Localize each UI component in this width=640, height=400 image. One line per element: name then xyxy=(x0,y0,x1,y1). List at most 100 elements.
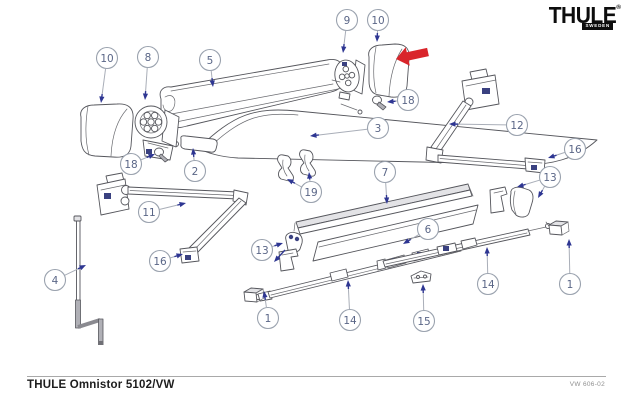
part-10-endcap-left xyxy=(80,103,134,158)
part-13-left xyxy=(278,231,303,272)
callout-circle xyxy=(416,217,440,241)
callout-6: 6 xyxy=(416,217,440,241)
callout-circle xyxy=(136,45,160,69)
callout-circle xyxy=(299,180,323,204)
callout-9: 9 xyxy=(335,8,359,32)
callout-number: 8 xyxy=(145,52,152,64)
pointer-arrowhead xyxy=(276,242,283,248)
footer-doc-number: VW 606-02 xyxy=(569,381,605,388)
callout-number: 9 xyxy=(344,15,351,27)
pointer-arrowhead xyxy=(179,202,186,208)
callout-12: 12 xyxy=(505,113,529,137)
callout-circle xyxy=(148,249,172,273)
callout-leader xyxy=(294,182,302,188)
pointer-arrowhead xyxy=(484,247,490,254)
callout-circle xyxy=(396,88,420,112)
pointer-arrowhead xyxy=(99,96,105,103)
callout-circle xyxy=(412,309,436,333)
part-9-gear xyxy=(331,59,366,101)
red-highlight-arrow xyxy=(396,47,429,66)
callout-leader xyxy=(318,128,368,136)
part-1-block-left xyxy=(243,287,265,303)
callout-16: 16 xyxy=(148,249,172,273)
callout-leader xyxy=(385,182,387,196)
callout-leader xyxy=(347,288,350,310)
registered-mark-icon: ® xyxy=(616,4,621,11)
pointer-arrowhead xyxy=(310,132,317,138)
callout-number: 7 xyxy=(382,167,389,179)
callout-number: 13 xyxy=(543,172,556,184)
part-6-front-panel xyxy=(312,204,479,262)
callout-circle xyxy=(335,8,359,32)
callout-leader xyxy=(159,204,178,210)
callout-leader xyxy=(140,156,147,161)
callout-circle xyxy=(43,268,67,292)
callout-number: 6 xyxy=(425,224,432,236)
callout-8: 8 xyxy=(136,45,160,69)
callout-leader xyxy=(210,70,213,79)
callout-1: 1 xyxy=(558,272,582,296)
part-18-screw-right xyxy=(372,95,387,111)
callout-leader xyxy=(410,234,419,240)
callout-7: 7 xyxy=(373,160,397,184)
footer-model-label: THULE Omnistor 5102/VW xyxy=(27,379,175,391)
pointer-arrowhead xyxy=(538,191,544,198)
callout-1: 1 xyxy=(256,306,280,330)
callout-number: 14 xyxy=(481,279,495,291)
pointer-arrowhead xyxy=(79,265,86,271)
callout-circle xyxy=(366,8,390,32)
callout-11: 11 xyxy=(137,200,161,224)
callout-number: 12 xyxy=(510,120,523,132)
callout-circle xyxy=(256,306,280,330)
callout-10: 10 xyxy=(366,8,390,32)
callout-leader xyxy=(101,68,107,95)
callout-number: 13 xyxy=(255,245,268,257)
callout-leader xyxy=(457,123,507,126)
callout-number: 10 xyxy=(100,53,113,65)
pointer-arrowhead xyxy=(209,80,215,87)
callout-number: 19 xyxy=(304,187,317,199)
callout-leader xyxy=(64,268,79,276)
callout-19: 19 xyxy=(299,180,323,204)
callout-circle xyxy=(183,159,207,183)
callout-14: 14 xyxy=(476,272,500,296)
callout-3: 3 xyxy=(366,116,390,140)
callout-number: 5 xyxy=(207,55,214,67)
callout-circle xyxy=(250,238,274,262)
pointer-arrowhead xyxy=(341,46,347,53)
thule-logo-text: THULE xyxy=(548,2,617,29)
callout-number: 10 xyxy=(371,15,384,27)
callout-number: 18 xyxy=(124,159,137,171)
callout-number: 3 xyxy=(375,123,382,135)
callout-circle xyxy=(505,113,529,137)
callout-circle xyxy=(137,200,161,224)
callout-circle xyxy=(198,48,222,72)
callout-circle xyxy=(476,272,500,296)
callout-circle xyxy=(95,46,119,70)
pointer-arrowhead xyxy=(190,148,197,155)
part-1-block-right xyxy=(548,220,570,236)
callout-leader xyxy=(145,67,148,92)
callout-circle xyxy=(338,308,362,332)
callout-10: 10 xyxy=(95,46,119,70)
callout-number: 1 xyxy=(265,313,272,325)
thule-logo: THULE® SWEDEN xyxy=(548,2,621,30)
callout-circle xyxy=(119,152,143,176)
callout-circle xyxy=(373,160,397,184)
pointer-arrowhead xyxy=(566,239,572,246)
callout-2: 2 xyxy=(183,159,207,183)
pointer-arrowhead xyxy=(142,93,149,100)
callout-number: 18 xyxy=(401,95,414,107)
pointer-arrowhead xyxy=(420,284,426,291)
part-16-arm-end-left xyxy=(179,246,200,264)
callout-leader xyxy=(525,179,540,185)
callout-leader xyxy=(264,299,267,308)
part-4-crank-handle xyxy=(73,215,104,345)
callout-number: 2 xyxy=(192,166,199,178)
callout-number: 4 xyxy=(52,275,59,287)
callout-number: 14 xyxy=(343,315,357,327)
footer-divider xyxy=(27,376,606,377)
part-13-right xyxy=(489,186,534,218)
callout-4: 4 xyxy=(43,268,67,292)
